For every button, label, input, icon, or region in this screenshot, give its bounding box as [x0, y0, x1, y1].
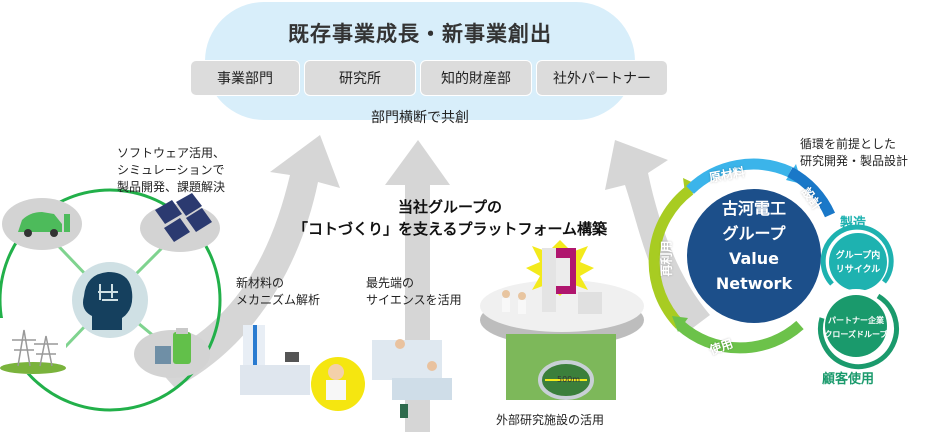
materials-caption-line: 新材料の — [236, 276, 285, 290]
research-lab-illustration — [372, 339, 452, 418]
solar-panel-icon — [140, 193, 220, 252]
green-ring — [0, 188, 222, 412]
page-title: 既存事業成長・新事業創出 — [288, 22, 552, 46]
stage-manufacturing: 製造 — [840, 216, 867, 231]
value-network-line: 古河電工 — [721, 199, 786, 218]
customer-use-loop — [817, 289, 899, 370]
software-caption-line: ソフトウェア活用、 — [117, 146, 226, 160]
stage-reuse: 再利用 — [659, 240, 674, 277]
department-business-unit: 事業部門 — [190, 60, 300, 96]
department-research-lab: 研究所 — [304, 60, 416, 96]
center-up-arrow — [385, 140, 450, 432]
stage-customer-use: 顧客使用 — [822, 372, 875, 387]
research-facility-illustration — [480, 240, 644, 400]
ev-car-icon — [2, 198, 82, 250]
ai-brain-icon — [72, 262, 148, 338]
power-tower-icon — [0, 318, 66, 374]
battery-icon — [134, 328, 210, 378]
value-network-core — [687, 189, 821, 323]
group-recycle-line: グループ内 — [835, 251, 881, 261]
science-caption: 最先端の サイエンスを活用 — [366, 275, 462, 309]
software-caption-line: シミュレーションで — [117, 163, 225, 177]
scientist-microscope-illustration — [311, 357, 365, 411]
use-arc — [676, 320, 804, 354]
facility-caption: 外部研究施設の活用 — [496, 413, 605, 427]
partner-loop-line: パートナー企業 — [828, 316, 884, 325]
circular-design-caption: 循環を前提とした 研究開発・製品設計 — [800, 136, 908, 170]
materials-caption: 新材料の メカニズム解析 — [236, 275, 320, 309]
circular-caption-line: 研究開発・製品設計 — [800, 154, 909, 168]
raw-material-arc — [686, 158, 793, 195]
department-ip: 知的財産部 — [420, 60, 532, 96]
platform-title: 当社グループの 「コトづくり」を支えるプラットフォーム構築 — [250, 196, 650, 240]
reuse-arc — [648, 185, 694, 329]
platform-title-line1: 当社グループの — [397, 198, 503, 216]
left-curved-arrow — [150, 135, 340, 388]
software-caption: ソフトウェア活用、 シミュレーションで 製品開発、課題解決 — [117, 145, 225, 196]
design-arc — [787, 167, 836, 218]
circular-caption-line: 循環を前提とした — [800, 137, 897, 151]
value-network-line: Network — [715, 274, 793, 293]
platform-title-line2: 「コトづくり」を支えるプラットフォーム構築 — [292, 220, 608, 238]
science-caption-line: サイエンスを活用 — [366, 293, 462, 307]
department-external-partner: 社外パートナー — [536, 60, 668, 96]
partner-loop-line: クローズドループ — [824, 330, 888, 339]
partner-closed-loop-label: パートナー企業 クローズドループ — [818, 314, 894, 342]
materials-caption-line: メカニズム解析 — [236, 293, 321, 307]
value-network-line: グループ — [722, 224, 786, 243]
electron-microscope-illustration — [240, 325, 310, 395]
value-network-label: 古河電工 グループ Value Network — [699, 196, 809, 296]
group-recycle-line: リサイクル — [835, 265, 881, 275]
manufacturing-loop — [820, 224, 894, 298]
distance-label: 500m — [557, 375, 581, 384]
group-recycle-label: グループ内 リサイクル — [829, 249, 887, 277]
cross-department-subtitle: 部門横断で共創 — [371, 110, 469, 126]
value-network-line: Value — [728, 249, 780, 268]
science-caption-line: 最先端の — [366, 276, 415, 290]
value-network-cycle — [648, 158, 836, 354]
software-caption-line: 製品開発、課題解決 — [117, 180, 226, 194]
